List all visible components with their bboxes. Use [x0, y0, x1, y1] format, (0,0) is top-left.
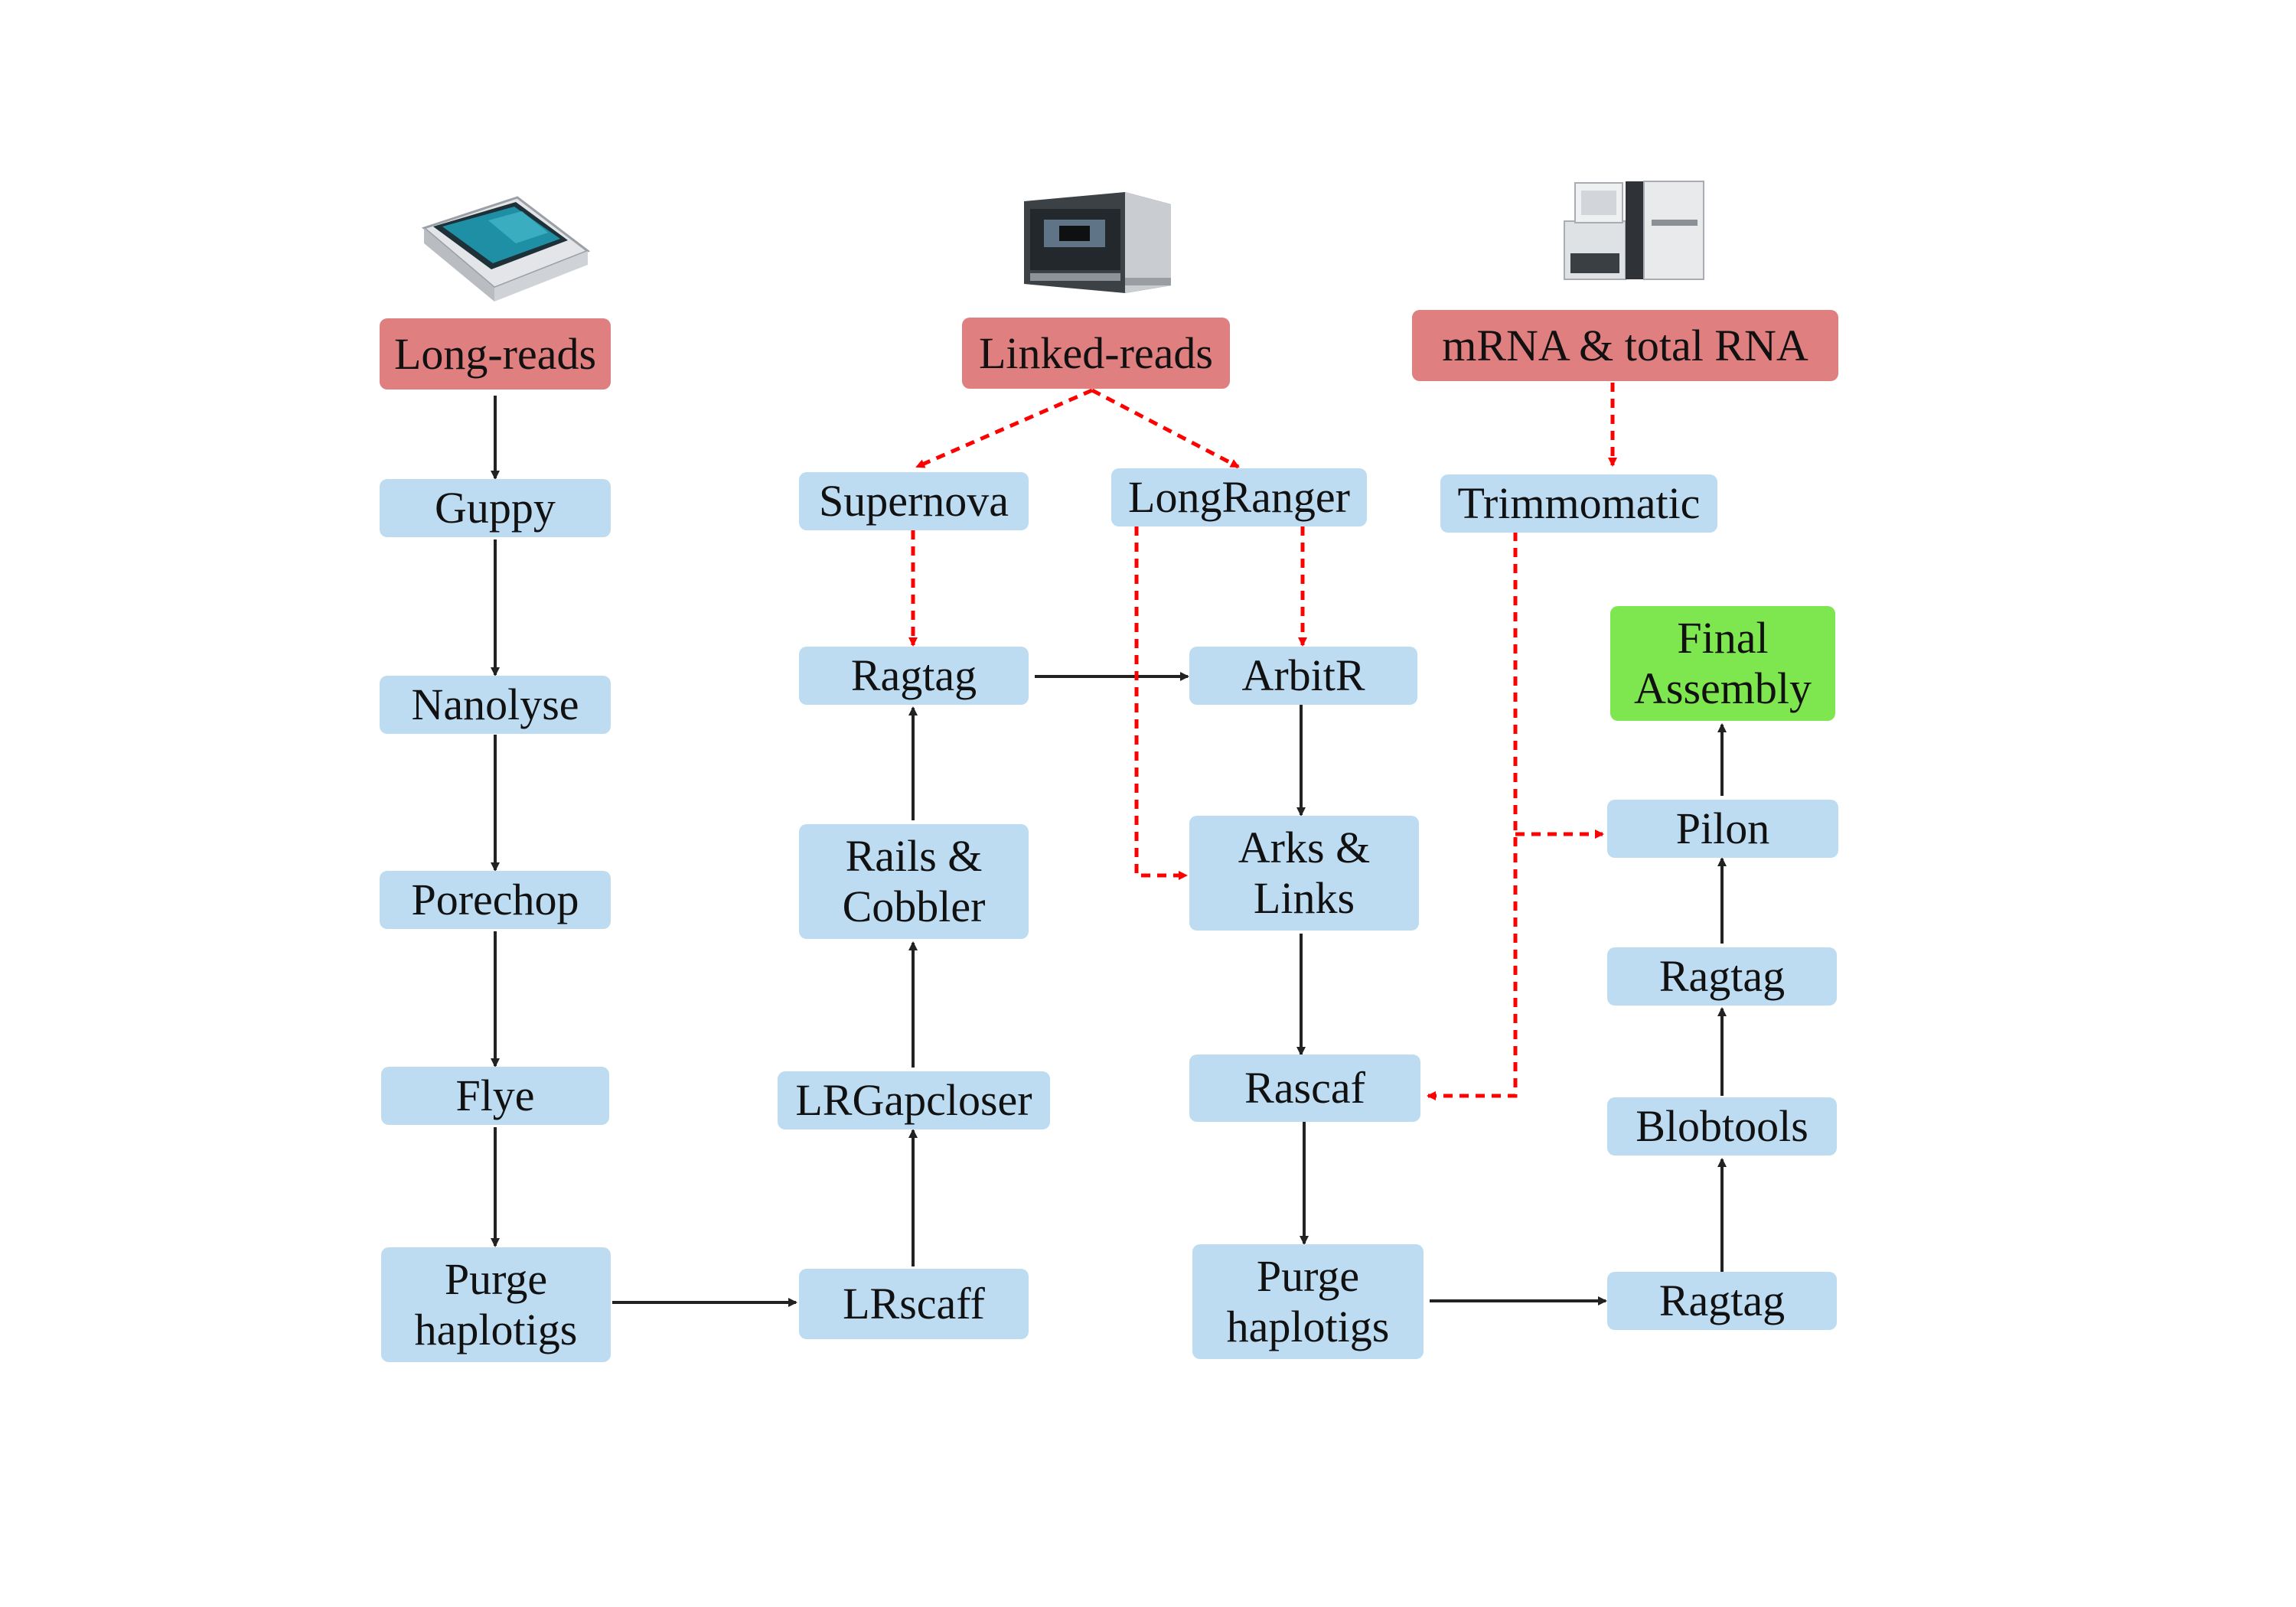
input-linked-reads: Linked-reads [962, 318, 1230, 389]
node-ragtag-3: Ragtag [1607, 1272, 1837, 1330]
node-longranger: LongRanger [1111, 468, 1367, 526]
input-long-reads: Long-reads [380, 318, 611, 390]
dashed-longranger-to-arks [1134, 526, 1188, 880]
node-final-assembly: Final Assembly [1610, 606, 1835, 721]
node-rails-cobbler: Rails & Cobbler [799, 824, 1029, 939]
dashed-linked-to-longranger [1091, 388, 1240, 469]
node-purge-haplotigs-1: Purge haplotigs [381, 1247, 611, 1362]
linked-left-arrows [908, 672, 1189, 1266]
node-blobtools: Blobtools [1607, 1097, 1837, 1156]
illumina-sequencer-icon [1564, 181, 1704, 280]
node-porechop: Porechop [380, 871, 611, 929]
node-arks-links: Arks & Links [1189, 816, 1419, 931]
node-supernova: Supernova [799, 472, 1029, 530]
dashed-linked-to-supernova [915, 388, 1094, 469]
linked-right-arrows [1296, 704, 1607, 1305]
node-rascaf: Rascaf [1189, 1054, 1420, 1122]
dashed-trimmomatic-to-rascaf [1427, 532, 1518, 1100]
node-lrscaff: LRscaff [799, 1269, 1029, 1339]
node-trimmomatic: Trimmomatic [1440, 474, 1717, 533]
node-ragtag-2: Ragtag [1607, 947, 1837, 1006]
node-lrgapcloser: LRGapcloser [778, 1071, 1050, 1129]
node-pilon: Pilon [1607, 800, 1838, 858]
dashed-arrows [908, 383, 1617, 1100]
10x-chromium-controller-icon [1024, 192, 1171, 293]
node-nanolyse: Nanolyse [380, 676, 611, 734]
node-ragtag-1: Ragtag [799, 647, 1029, 705]
long-read-arrows [491, 396, 797, 1307]
nanopore-sequencer-icon [421, 196, 591, 302]
node-purge-haplotigs-2: Purge haplotigs [1192, 1244, 1424, 1359]
node-guppy: Guppy [380, 479, 611, 537]
node-arbitr: ArbitR [1189, 647, 1417, 705]
node-flye: Flye [381, 1067, 609, 1125]
input-mrna-total-rna: mRNA & total RNA [1412, 310, 1838, 381]
